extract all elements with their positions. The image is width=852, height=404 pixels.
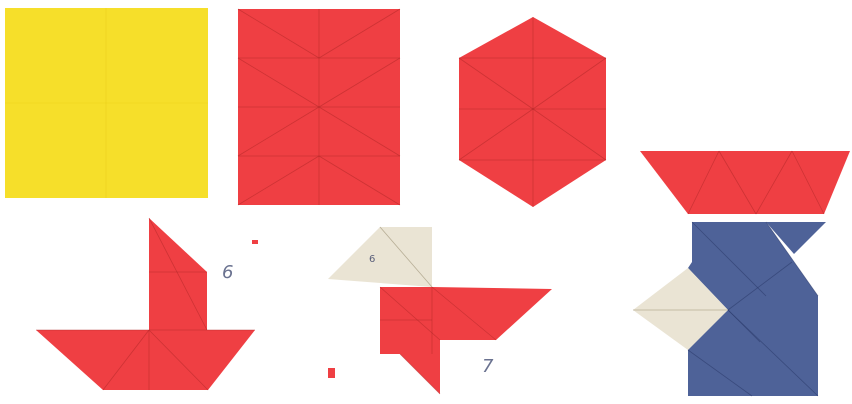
step-number-6: 6 [222,262,233,283]
red-hexagon [459,17,606,207]
yellow-paper-square [5,8,208,198]
fold-marker-6: 6 [369,254,375,265]
red-bird [328,227,552,394]
red-trapezoid [640,151,850,214]
red-square-creased [238,9,400,205]
step-number-7: 7 [482,356,494,377]
red-boat [36,218,258,390]
blue-bird-figure [633,222,826,396]
